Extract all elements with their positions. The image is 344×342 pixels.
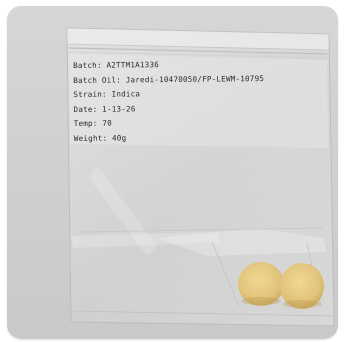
bag-label-panel — [69, 54, 328, 148]
pellet-right — [280, 263, 324, 309]
handwritten-label: Batch: A2TTM1A1336 Batch Oil: Jaredi-104… — [73, 57, 302, 147]
bag-zip-top — [66, 27, 330, 51]
plastic-bag-photo — [66, 27, 335, 327]
product-photo-card: Batch: A2TTM1A1336 Batch Oil: Jaredi-104… — [7, 6, 338, 339]
pellet-left — [238, 262, 284, 306]
label-weight: Weight: 40g — [73, 133, 127, 143]
